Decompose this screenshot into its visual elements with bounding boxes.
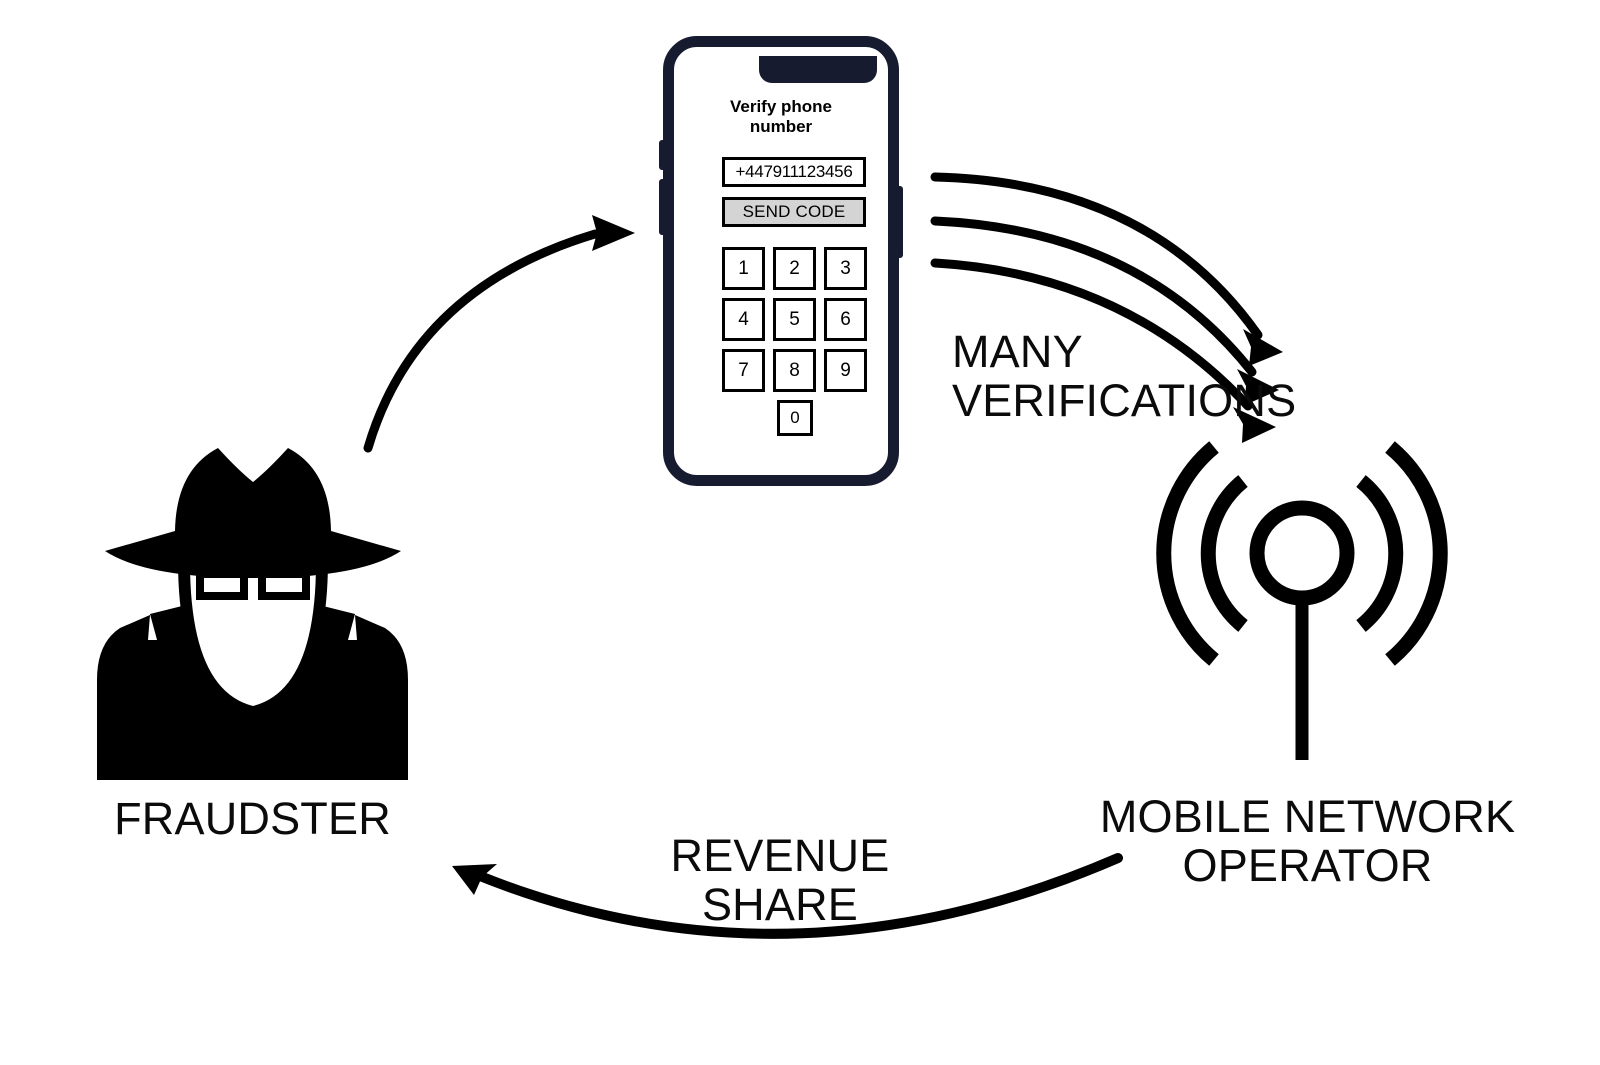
- arrowheads-phone-to-operator: [1233, 329, 1283, 443]
- keypad-key[interactable]: 3: [824, 247, 867, 290]
- many-verifications-label: MANY VERIFICATIONS: [952, 326, 1297, 426]
- phone-silent-switch[interactable]: [659, 140, 665, 170]
- revenue-share-label: REVENUE SHARE: [670, 830, 890, 930]
- keypad-key[interactable]: 8: [773, 349, 816, 392]
- arrow-fraudster-to-phone: [363, 215, 635, 453]
- numeric-keypad: 1 2 3 4 5 6 7 8 9 0: [722, 247, 868, 444]
- phone-number-input[interactable]: +447911123456: [722, 157, 866, 187]
- phone-power-button[interactable]: [897, 186, 903, 258]
- keypad-row: 0: [722, 400, 868, 436]
- phone-volume-button[interactable]: [659, 179, 665, 235]
- spy-fedora-glasses-icon: [97, 448, 408, 780]
- keypad-key[interactable]: 5: [773, 298, 816, 341]
- keypad-row: 7 8 9: [722, 349, 868, 392]
- phone-mockup: Verify phone number +447911123456 SEND C…: [655, 36, 907, 491]
- keypad-key[interactable]: 7: [722, 349, 765, 392]
- keypad-key-zero[interactable]: 0: [777, 400, 813, 436]
- arrows-phone-to-operator: [930, 172, 1263, 411]
- phone-notch: [759, 56, 877, 83]
- keypad-key[interactable]: 2: [773, 247, 816, 290]
- phone-screen: Verify phone number +447911123456 SEND C…: [674, 47, 888, 475]
- arrow-operator-to-fraudster: [452, 853, 1123, 939]
- antenna-broadcast-icon: [1156, 441, 1448, 760]
- keypad-key[interactable]: 4: [722, 298, 765, 341]
- keypad-row: 1 2 3: [722, 247, 868, 290]
- mobile-network-operator-label: MOBILE NETWORK OPERATOR: [1099, 791, 1516, 891]
- fraudster-label: FRAUDSTER: [114, 793, 391, 844]
- keypad-key[interactable]: 1: [722, 247, 765, 290]
- keypad-row: 4 5 6: [722, 298, 868, 341]
- keypad-key[interactable]: 6: [824, 298, 867, 341]
- verify-phone-number-title: Verify phone number: [729, 97, 833, 137]
- keypad-key[interactable]: 9: [824, 349, 867, 392]
- send-code-button[interactable]: SEND CODE: [722, 197, 866, 227]
